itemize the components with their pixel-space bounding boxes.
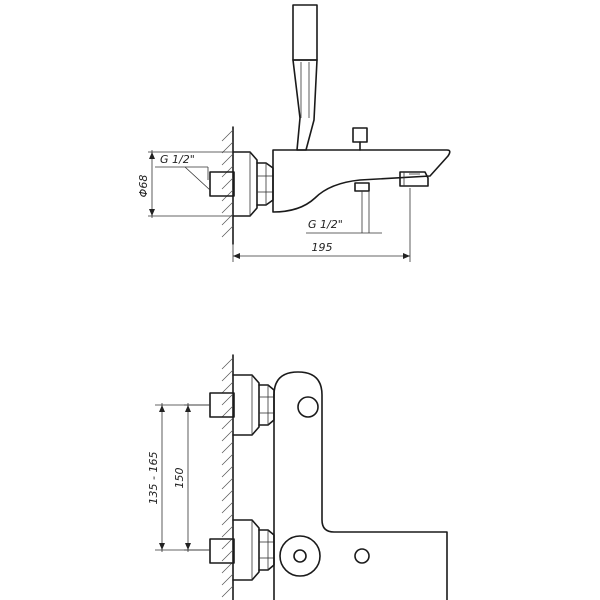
width-label: 195 [312,241,333,254]
inlet-connector-top [209,151,274,217]
thread-left-label: G 1/2" [160,153,195,166]
diameter-label: Φ68 [137,175,150,198]
front-view: 135 - 165 150 [147,354,448,600]
upper-connector [209,374,275,436]
lower-connector [209,519,275,581]
thread-bottom-label: G 1/2" [308,218,343,231]
mixer-base[interactable] [279,535,321,577]
adjust-range-label: 135 - 165 [147,452,160,505]
wall-front [221,354,234,600]
diverter-knob[interactable] [352,127,368,151]
faucet-body-front [273,371,448,600]
wall-top [221,126,234,245]
diverter-knob-front[interactable] [354,548,370,564]
faucet-body-top [272,149,451,213]
thread-left-leader: G 1/2" [155,153,211,191]
center-distance-dimension: 150 [173,403,210,552]
top-view: Φ68 G 1/2" G 1/2" 195 [137,4,451,262]
hose-holder [292,4,318,151]
thread-bottom-leader: G 1/2" [306,191,382,234]
diameter-dimension: Φ68 [137,150,233,218]
center-distance-label: 150 [173,468,186,489]
outlet-connector [354,171,429,192]
width-dimension: 195 [232,188,411,262]
